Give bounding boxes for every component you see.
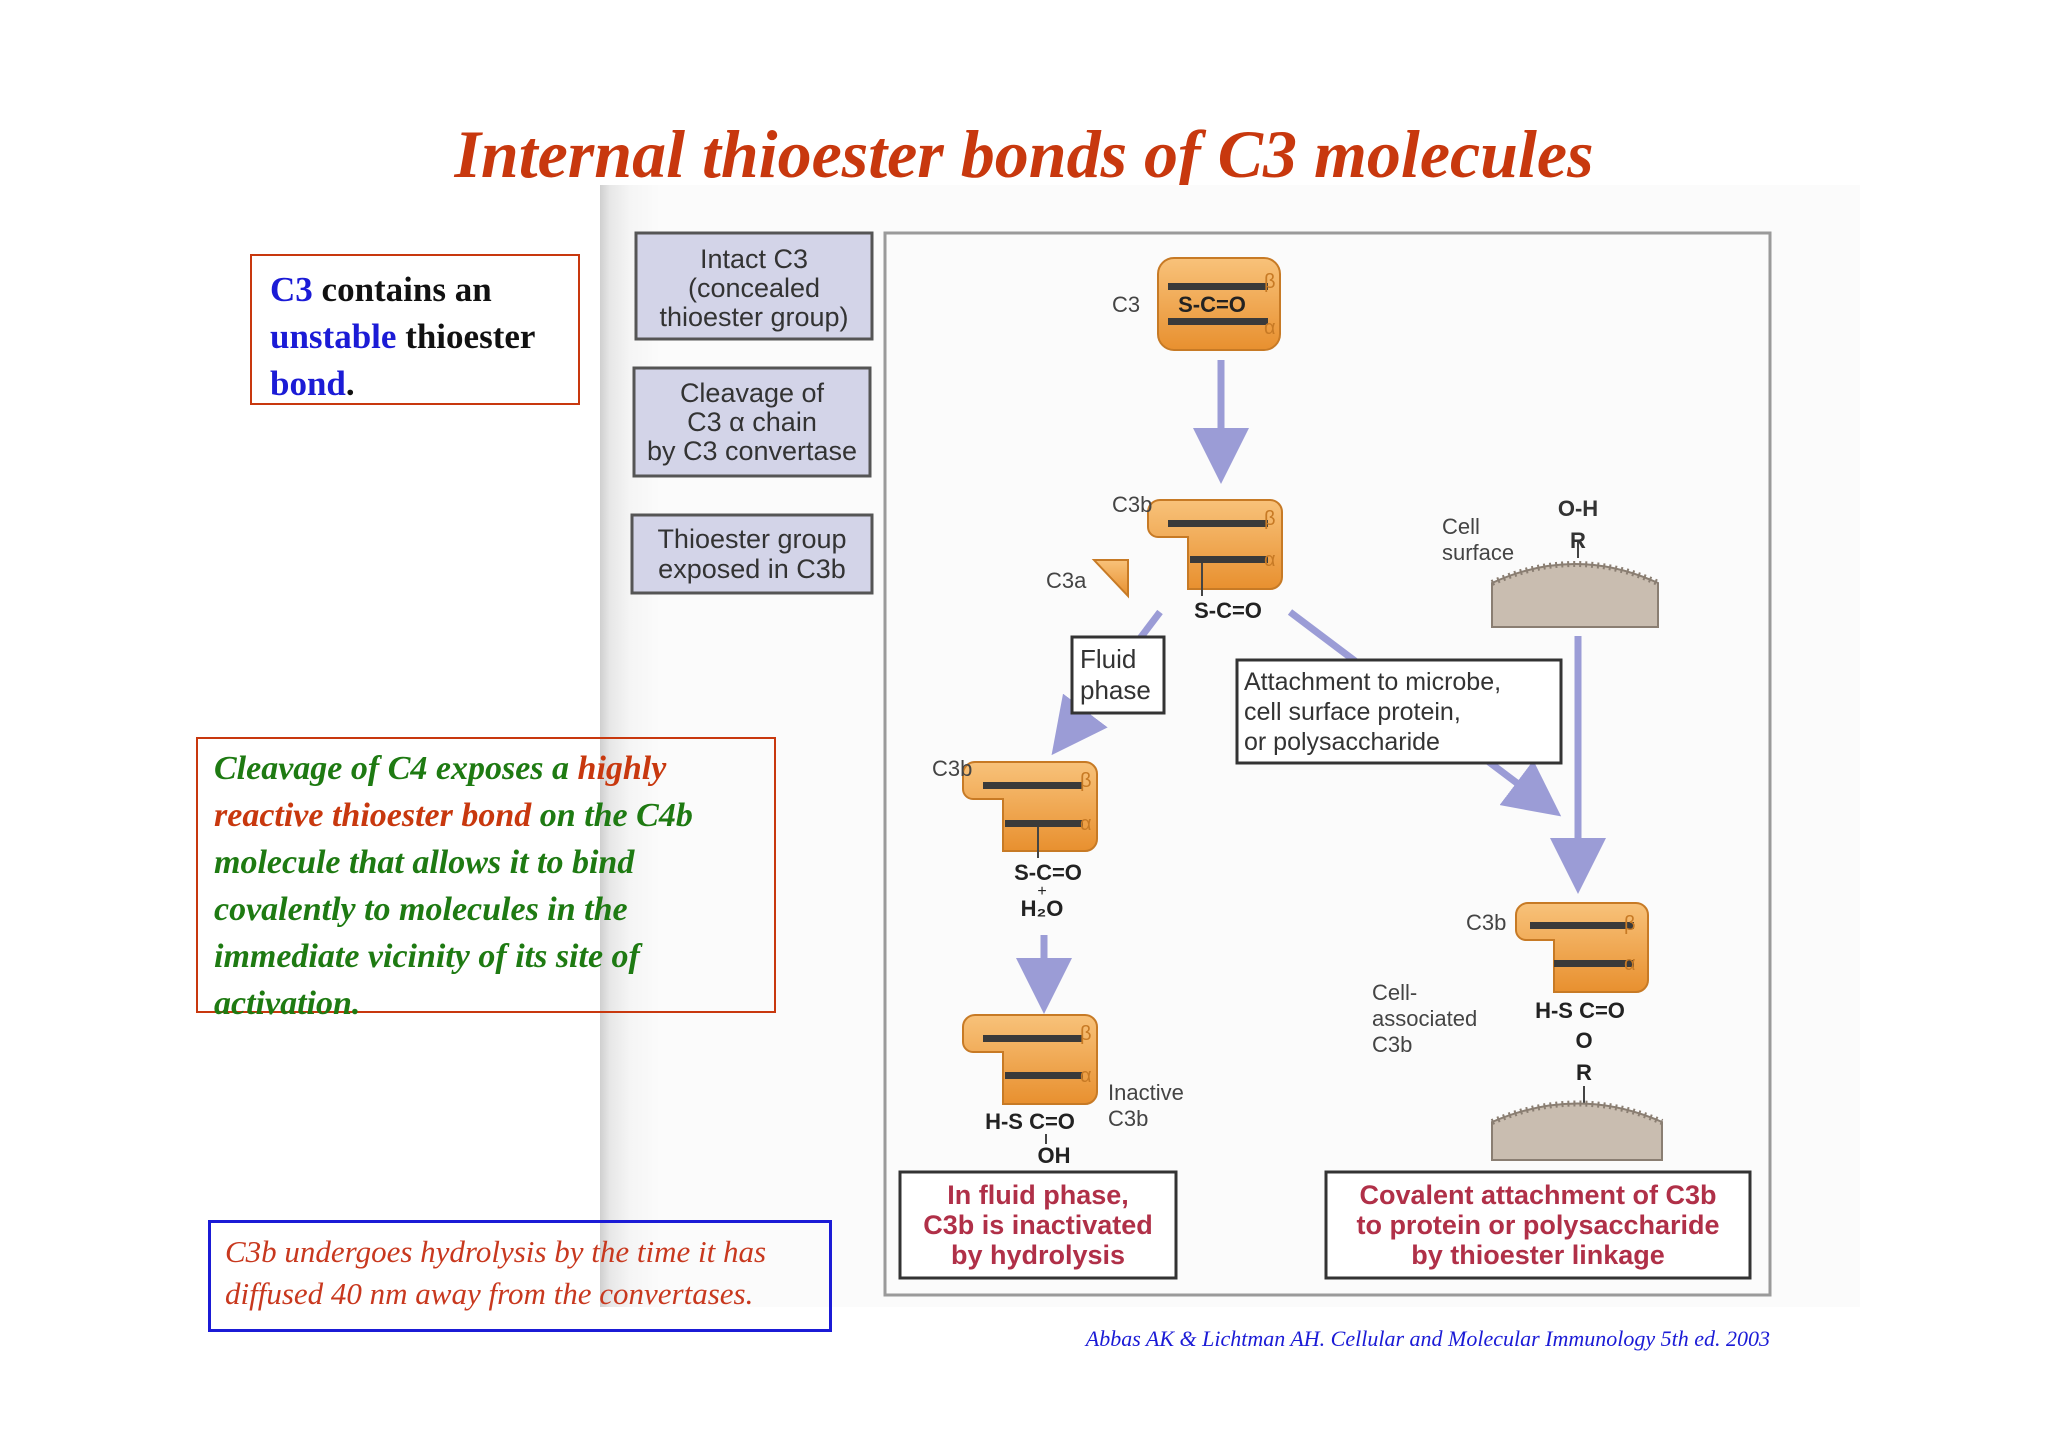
alpha-label: α — [1624, 953, 1636, 975]
c4-cleavage-note: Cleavage of C4 exposes a highly reactive… — [196, 737, 776, 1022]
legend-exposed: Thioester group exposed in C3b — [630, 513, 874, 595]
hydrolysis-note: C3b undergoes hydrolysis by the time it … — [208, 1220, 832, 1332]
result-label: C3b is inactivated — [923, 1210, 1153, 1240]
page-title: Internal thioester bonds of C3 molecules — [454, 116, 1594, 192]
cell-surface-bottom — [1490, 1100, 1664, 1161]
legend-line: exposed in C3b — [658, 554, 846, 584]
note-text: contains an — [312, 270, 492, 309]
plus-label: + — [1037, 883, 1046, 900]
cell-surface-label: Cell — [1442, 514, 1480, 539]
attachment-box: Attachment to microbe, cell surface prot… — [1235, 658, 1563, 765]
c3-label: C3 — [1112, 292, 1140, 317]
hydroxyl-label: O-H — [1558, 496, 1598, 521]
c3-molecule: S-C=O β α — [1157, 257, 1281, 351]
beta-label: β — [1080, 770, 1092, 792]
cell-associated-label: associated — [1372, 1006, 1477, 1031]
legend-line: Thioester group — [657, 524, 846, 554]
attachment-label: or polysaccharide — [1244, 728, 1440, 756]
result-label: In fluid phase, — [947, 1180, 1129, 1210]
result-label: to protein or polysaccharide — [1356, 1210, 1719, 1240]
c3a-fragment — [1091, 559, 1129, 599]
c3a-label: C3a — [1046, 568, 1087, 593]
r-group-label: R — [1570, 528, 1586, 553]
cell-surface-top: O-H R — [1490, 496, 1660, 628]
water-label: H₂O — [1021, 896, 1064, 921]
c3b-label: C3b — [1466, 910, 1506, 935]
result-label: by thioester linkage — [1411, 1240, 1665, 1270]
legend-line: (concealed — [688, 273, 820, 303]
thioester-label: S-C=O — [1178, 292, 1246, 317]
fluid-label: phase — [1080, 675, 1151, 705]
legend-line: Cleavage of — [680, 378, 825, 408]
inactive-label: Inactive — [1108, 1080, 1184, 1105]
beta-label: β — [1624, 913, 1636, 935]
legend-line: Intact C3 — [700, 244, 808, 274]
thioester-label: S-C=O — [1014, 860, 1082, 885]
inactive-label: C3b — [1108, 1106, 1148, 1131]
legend-line: C3 α chain — [687, 407, 817, 437]
legend-line: by C3 convertase — [647, 436, 857, 466]
beta-label: β — [1264, 271, 1276, 293]
result-fluid-box: In fluid phase, C3b is inactivated by hy… — [898, 1170, 1178, 1280]
beta-label: β — [1080, 1023, 1092, 1045]
alpha-label: α — [1080, 1065, 1092, 1087]
c3-unstable-note: C3 contains an unstable thioester bond. — [250, 254, 580, 405]
thioester-label: H-S C=O — [985, 1109, 1075, 1134]
cell-associated-label: C3b — [1372, 1032, 1412, 1057]
legend-cleavage: Cleavage of C3 α chain by C3 convertase — [632, 366, 872, 478]
note-text: on the C4b molecule that allows it to bi… — [214, 797, 693, 1022]
cell-surface-label: surface — [1442, 540, 1514, 565]
fluid-phase-box: Fluid phase — [1070, 635, 1166, 715]
oxygen-label: O — [1575, 1028, 1592, 1053]
attachment-label: cell surface protein, — [1244, 698, 1461, 726]
thioester-label: S-C=O — [1194, 598, 1262, 623]
cell-associated-label: Cell- — [1372, 980, 1417, 1005]
alpha-label: α — [1264, 317, 1276, 339]
result-attachment-box: Covalent attachment of C3b to protein or… — [1324, 1170, 1752, 1280]
legend-intact-c3: Intact C3 (concealed thioester group) — [634, 231, 874, 341]
note-text: thioester — [396, 317, 535, 356]
inactive-c3b-molecule: H-S C=O OH β α — [962, 1014, 1098, 1168]
unstable-term: unstable — [270, 317, 397, 356]
diagram-frame — [883, 231, 1772, 1297]
note-text: Cleavage of C4 exposes a — [214, 750, 578, 787]
result-label: Covalent attachment of C3b — [1359, 1180, 1716, 1210]
c3b-molecule: S-C=O β α — [1147, 499, 1283, 623]
c3b-label: C3b — [932, 756, 972, 781]
legend-line: thioester group) — [659, 302, 848, 332]
alpha-label: α — [1080, 813, 1092, 835]
c3b-label: C3b — [1112, 492, 1152, 517]
thioester-label: H-S C=O — [1535, 998, 1625, 1023]
cell-associated-c3b-molecule: H-S C=O O R β α — [1515, 902, 1649, 1106]
highlight-text: highly reactive thioester bond — [214, 750, 667, 834]
bond-term: bond — [270, 364, 346, 403]
result-label: by hydrolysis — [951, 1240, 1125, 1270]
r-group-label: R — [1576, 1060, 1592, 1085]
c3-term: C3 — [270, 270, 313, 309]
alpha-label: α — [1264, 549, 1276, 571]
hydroxyl-label: OH — [1038, 1143, 1071, 1168]
c3b-fluid-molecule: S-C=O + H₂O β α — [962, 761, 1098, 921]
beta-label: β — [1264, 508, 1276, 530]
attachment-label: Attachment to microbe, — [1244, 668, 1501, 696]
fluid-label: Fluid — [1080, 644, 1136, 674]
note-text: . — [345, 364, 355, 403]
citation: Abbas AK & Lichtman AH. Cellular and Mol… — [1085, 1326, 1770, 1351]
